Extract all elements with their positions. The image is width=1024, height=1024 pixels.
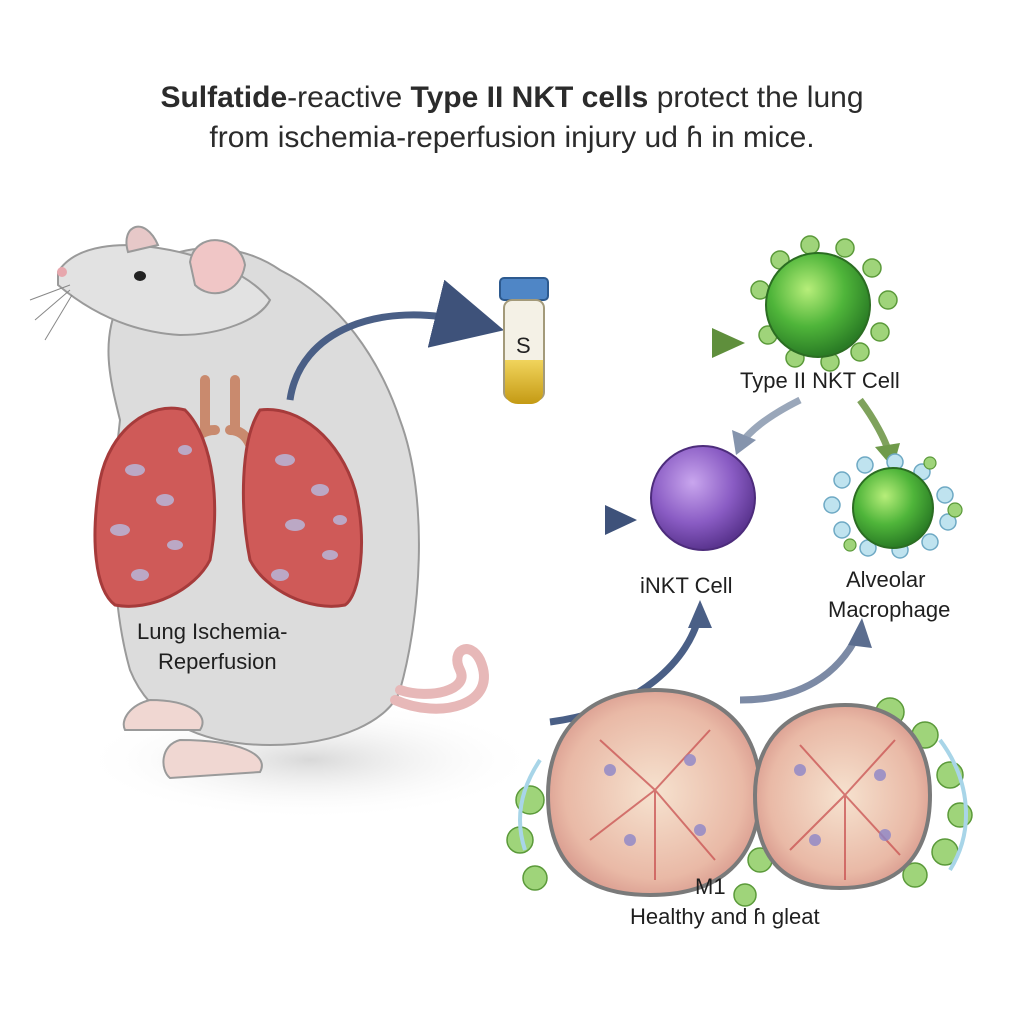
vial-label: S <box>516 333 531 358</box>
lungs-injured <box>93 375 364 608</box>
inkt-label: iNKT Cell <box>640 573 733 598</box>
macrophage-label-line2: Macrophage <box>828 597 951 622</box>
arrow-type2-to-macrophage <box>857 397 892 452</box>
title-reactive: -reactive <box>287 81 411 114</box>
title-bold-sulfatide: Sulfatide <box>160 81 288 114</box>
title-protect: protect the lung <box>648 81 864 114</box>
sulfatide-vial <box>499 277 549 404</box>
bottom-label-line2: Healthy and ɦ gleat <box>630 904 820 929</box>
type2-nkt-cell <box>750 235 898 372</box>
arrow-lung-to-vial <box>286 279 505 401</box>
healthy-lung-tissue <box>506 687 973 907</box>
title-line-2: from ischemia-reperfusion injury ud ɦ in… <box>209 121 815 154</box>
title-bold-type2: Type II NKT cells <box>410 81 649 114</box>
inkt-cell <box>650 445 756 551</box>
mouse-label-line1: Lung Ischemia- <box>137 619 288 644</box>
bottom-label-line1: M1 <box>695 874 726 899</box>
macrophage-label-line1: Alveolar <box>846 567 926 592</box>
arrow-macrophage-to-lungs <box>739 628 864 704</box>
page-title: Sulfatide-reactive Type II NKT cells pro… <box>0 78 1024 158</box>
type2-nkt-label: Type II NKT Cell <box>740 368 900 393</box>
title-line-1: Sulfatide-reactive Type II NKT cells pro… <box>0 78 1024 118</box>
mouse-label-line2: Reperfusion <box>158 649 277 674</box>
alveolar-macrophage <box>823 453 963 559</box>
